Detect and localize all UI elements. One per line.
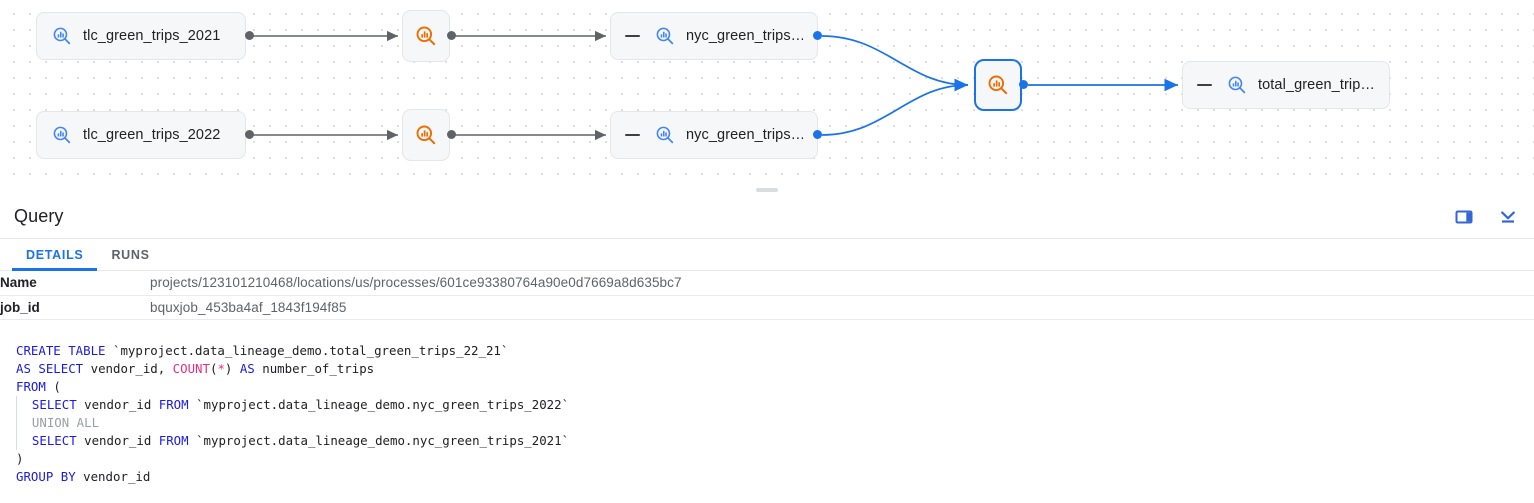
lineage-node-process-selected[interactable]	[974, 59, 1022, 111]
collapse-toggle-icon[interactable]	[625, 35, 640, 37]
tab-runs[interactable]: RUNS	[97, 239, 163, 270]
panel-resize-handle[interactable]	[756, 188, 778, 192]
sql-token: COUNT	[172, 360, 210, 376]
lineage-node-label: tlc_green_trips_2022	[83, 127, 221, 143]
collapse-toggle-icon[interactable]	[625, 134, 640, 136]
lineage-node-nyc-green-trips-2021[interactable]: nyc_green_trips…	[610, 12, 818, 60]
lineage-node-process-2[interactable]	[402, 109, 450, 161]
lineage-node-total-green-trips[interactable]: total_green_trip…	[1182, 61, 1390, 109]
sql-token: vendor_id	[83, 469, 151, 485]
sql-token: GROUP BY	[16, 469, 84, 485]
sql-token: *	[217, 360, 225, 376]
detail-key: job_id	[0, 299, 40, 315]
indent-guide	[16, 431, 17, 450]
sql-token: )	[16, 451, 24, 467]
detail-value: bquxjob_453ba4af_1843f194f85	[150, 299, 347, 315]
sql-token: AS	[239, 360, 263, 376]
collapse-down-icon[interactable]	[1496, 205, 1520, 229]
tab-details[interactable]: DETAILS	[12, 239, 98, 271]
query-panel-header: Query	[0, 195, 1534, 239]
sql-token: UNION ALL	[31, 414, 100, 430]
lineage-node-label: tlc_green_trips_2021	[83, 28, 221, 44]
node-output-port[interactable]	[813, 31, 822, 40]
panel-header-actions	[1452, 205, 1520, 229]
sql-token: vendor_id	[84, 396, 159, 412]
table-search-icon	[654, 25, 676, 47]
detail-key: Name	[0, 275, 37, 291]
sql-token: FROM	[158, 432, 197, 448]
sql-token: number_of_trips	[262, 360, 375, 376]
split-panel-icon[interactable]	[1452, 205, 1476, 229]
detail-value: projects/123101210468/locations/us/proce…	[150, 275, 682, 291]
indent-guide	[16, 413, 17, 432]
lineage-node-label: nyc_green_trips…	[686, 28, 803, 44]
query-panel-tabs[interactable]: DETAILS RUNS	[0, 239, 1534, 271]
node-output-port[interactable]	[813, 130, 822, 139]
sql-token: )	[224, 360, 240, 376]
lineage-node-label: nyc_green_trips…	[686, 127, 803, 143]
sql-token: vendor_id,	[90, 360, 173, 376]
node-output-port[interactable]	[447, 31, 456, 40]
sql-token: FROM	[16, 378, 54, 394]
sql-token: `myproject.data_lineage_demo.nyc_green_t…	[196, 396, 570, 412]
collapse-toggle-icon[interactable]	[1197, 84, 1212, 86]
sql-token: CREATE TABLE	[16, 342, 113, 358]
sql-token: (	[209, 360, 218, 376]
table-search-icon	[51, 124, 73, 146]
panel-resize-row	[0, 186, 1534, 195]
lineage-node-tlc-green-trips-2022[interactable]: tlc_green_trips_2022	[36, 111, 246, 159]
table-row: job_id bquxjob_453ba4af_1843f194f85	[0, 295, 1534, 319]
lineage-node-tlc-green-trips-2021[interactable]: tlc_green_trips_2021	[36, 12, 246, 60]
process-search-icon	[986, 73, 1010, 97]
panel-title: Query	[14, 206, 64, 226]
table-row: Name projects/123101210468/locations/us/…	[0, 271, 1534, 295]
node-output-port[interactable]	[245, 31, 254, 40]
sql-token: SELECT	[31, 396, 85, 412]
process-search-icon	[414, 123, 438, 147]
lineage-graph-canvas[interactable]: tlc_green_trips_2021 tlc_green_trips_202…	[0, 0, 1534, 186]
sql-token: AS SELECT	[16, 360, 91, 376]
lineage-node-label: total_green_trip…	[1258, 77, 1375, 93]
lineage-node-process-1[interactable]	[402, 10, 450, 62]
lineage-node-nyc-green-trips-2022[interactable]: nyc_green_trips…	[610, 111, 818, 159]
indent-guide	[16, 395, 17, 414]
table-search-icon	[51, 25, 73, 47]
table-search-icon	[654, 124, 676, 146]
node-output-port[interactable]	[1019, 80, 1028, 89]
sql-token: vendor_id	[84, 432, 159, 448]
process-search-icon	[414, 24, 438, 48]
sql-token: `myproject.data_lineage_demo.total_green…	[112, 342, 509, 358]
details-table: Name projects/123101210468/locations/us/…	[0, 271, 1534, 320]
table-search-icon	[1226, 74, 1248, 96]
node-output-port[interactable]	[245, 130, 254, 139]
sql-token: `myproject.data_lineage_demo.nyc_green_t…	[196, 432, 570, 448]
sql-code-block: CREATE TABLE `myproject.data_lineage_dem…	[0, 342, 1534, 487]
sql-token: SELECT	[31, 432, 85, 448]
sql-token: FROM	[158, 396, 197, 412]
node-output-port[interactable]	[447, 130, 456, 139]
sql-token: (	[53, 378, 61, 394]
